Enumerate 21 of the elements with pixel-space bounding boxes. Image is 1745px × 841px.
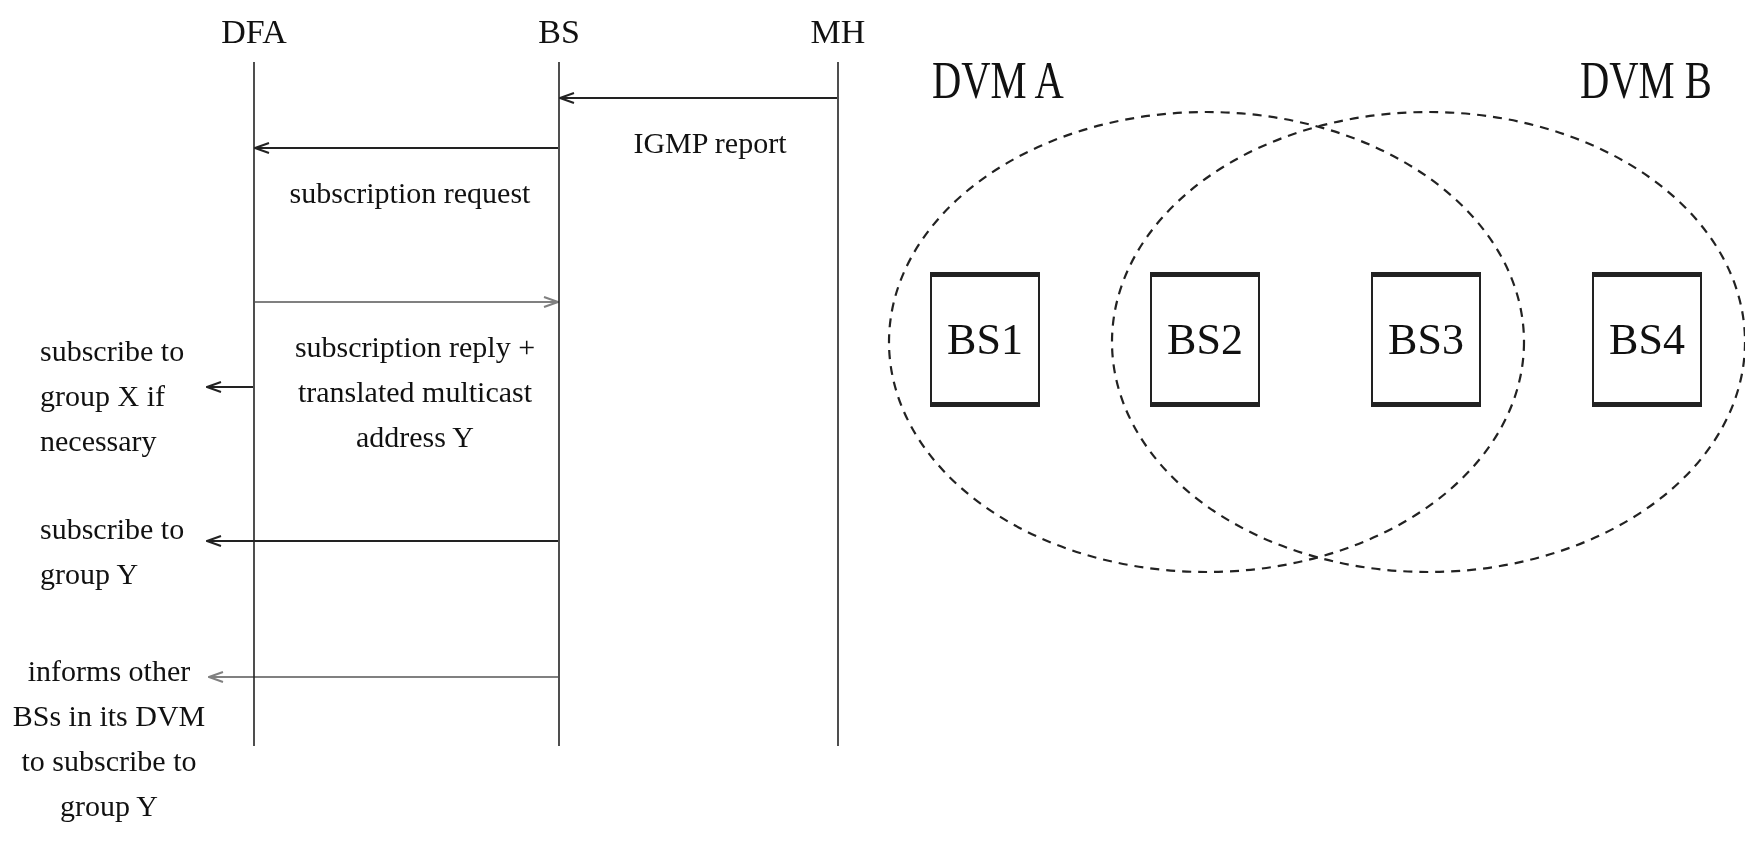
participant-label: DFA: [220, 14, 288, 50]
base-station-box: BS1: [930, 272, 1040, 407]
note-text: subscribe to group Y: [40, 506, 210, 596]
arrow: [559, 92, 837, 104]
participant-label: MH: [809, 14, 867, 50]
participant-label: BS: [537, 14, 581, 50]
edge-label: IGMP report: [632, 125, 788, 161]
arrow: [254, 142, 558, 154]
arrow: [206, 535, 558, 547]
arrow: [208, 671, 558, 683]
edge-label: subscription reply + translated multicast address Y: [293, 329, 537, 455]
base-station-box: BS3: [1371, 272, 1481, 407]
note-text: informs other BSs in its DVM to subscribe to group Y: [6, 648, 212, 828]
arrow: [255, 296, 559, 308]
edge-label: subscription request: [288, 175, 532, 211]
arrow: [206, 381, 253, 393]
base-station-box: BS4: [1592, 272, 1702, 407]
base-station-box: BS2: [1150, 272, 1260, 407]
group-title: DVM B: [1580, 52, 1712, 110]
group-title: DVM A: [932, 52, 1064, 110]
note-text: subscribe to group X if necessary: [40, 328, 210, 463]
